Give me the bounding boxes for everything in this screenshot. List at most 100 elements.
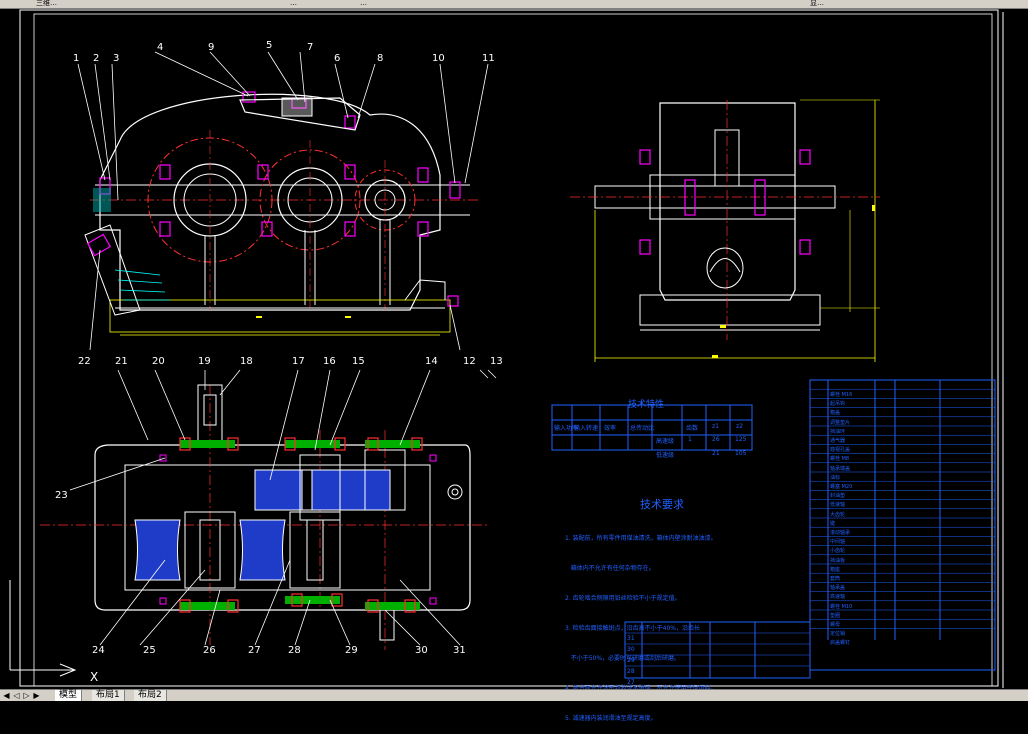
bom-row: 挡油环 [830,428,846,435]
spec-table [551,404,753,451]
toolbar-item[interactable]: 显… [810,0,824,7]
side-view [570,99,880,362]
callout-label: 2 [93,53,100,64]
bom-row: 调整垫片 [830,419,851,426]
callout-label: 20 [152,356,165,367]
bom-row: 箱座 [830,566,841,573]
spec-cell: 21 [712,450,720,457]
spec-header-cell: 总传动比 [630,425,655,432]
spec-header-cell: z1 [712,423,719,430]
requirements-list: 1. 装配前，所有零件用煤油清洗，箱体内壁涂耐油油漆。 箱体内不允许有任何杂物存… [565,514,800,734]
callout-label: 18 [240,356,253,367]
spec-table-title: 技术特性 [628,400,665,410]
requirement-line: 1. 装配前，所有零件用煤油清洗，箱体内壁涂耐油油漆。 [565,535,717,542]
bom-row: 窥视孔盖 [830,447,851,454]
bom-table [624,379,996,679]
toolbar-item[interactable]: … [360,0,367,7]
spec-header-cell: 效率 [604,425,617,432]
callout-label: 13 [490,356,503,367]
callout-label: 9 [208,42,215,53]
callout-label: 24 [92,645,105,656]
plan-leaders [69,369,461,646]
requirement-line: 3. 检验齿面接触斑点，沿齿高不小于40%，沿齿长 [565,625,700,632]
tab-first-icon[interactable]: ◀ [3,691,10,700]
plan-view [40,384,490,650]
spec-header-cell: z2 [736,423,743,430]
tab-model[interactable]: 模型 [55,690,83,701]
callout-label: 28 [288,645,301,656]
callout-label: 8 [377,53,384,64]
cad-drawing[interactable] [0,9,1028,689]
callout-label: 19 [198,356,211,367]
bom-row: 滚动轴承 [830,530,851,537]
callout-label: 27 [248,645,261,656]
spec-cell: 1 [688,436,692,443]
spec-table-row: 高速级 1 26 125 [552,435,752,447]
bom-row: 螺栓 M16 [830,392,853,398]
callout-label: 30 [415,645,428,656]
bom-row: 轴承端盖 [830,465,851,472]
tab-layout2[interactable]: 布局2 [134,690,167,701]
callout-label: 14 [425,356,438,367]
bom-row: 箱盖 [830,410,841,417]
bom-row: 螺塞 M20 [830,484,853,491]
title-block-row: 30 [627,646,635,653]
callout-label: 5 [266,40,273,51]
bom-row: 中间轴 [830,539,846,546]
title-block-row: 27 [627,679,635,686]
spec-cell: 低速级 [656,452,675,459]
requirement-line: 不小于50%，必要时可研磨或刮后研磨。 [565,655,681,662]
requirement-line: 2. 齿轮啮合侧隙用铅丝检验不小于规定值。 [565,595,681,602]
title-block-row: 31 [627,635,635,642]
requirement-line: 箱体内不允许有任何杂物存在。 [565,565,655,572]
tab-last-icon[interactable]: ▶ [33,691,40,700]
callout-label: 17 [292,356,305,367]
spec-header-cell: 输入转速 [574,425,599,432]
front-view [84,91,480,336]
tab-next-icon[interactable]: ▷ [23,691,30,700]
requirements-title: 技术要求 [640,498,684,511]
bom-row: 大齿轮 [830,511,846,518]
bom-row: 通气器 [830,438,846,445]
callout-label: 1 [73,53,80,64]
bom-row: 垫圈 [830,612,841,619]
spec-cell: 26 [712,436,720,443]
callout-label: 6 [334,53,341,64]
toolbar-item[interactable]: … [290,0,297,7]
spec-cell: 125 [735,436,747,443]
axis-x-label: X [90,670,99,684]
bom-row: 套筒 [830,576,841,583]
callout-label: 15 [352,356,365,367]
bom-row: 小齿轮 [830,548,846,555]
spec-header-cell: 齿数 [686,425,699,432]
drawing-canvas[interactable]: 1 2 3 4 9 5 7 6 8 10 11 22 21 20 19 18 1… [0,9,1028,722]
callout-label: 31 [453,645,466,656]
callout-label: 11 [482,53,495,64]
bom-row: 起吊钩 [830,401,846,408]
callout-label: 22 [78,356,91,367]
callout-label: 7 [307,42,314,53]
requirement-line: 5. 减速器内装润滑油至规定高度。 [565,715,657,722]
toolbar: 三维… … … 显… [0,0,1028,9]
callout-label: 10 [432,53,445,64]
bom-row: 挡油板 [830,557,846,564]
bom-row: 低速轴 [830,502,846,509]
spec-cell: 105 [735,450,747,457]
toolbar-item[interactable]: 三维… [36,0,57,7]
bom-row: 螺母 [830,622,841,629]
callout-label: 25 [143,645,156,656]
layout-tabs: ◀ ◁ ▷ ▶ 模型 布局1 布局2 [0,689,1028,701]
callout-label: 16 [323,356,336,367]
title-block-row: 28 [627,668,635,675]
bom-row: 螺栓 M8 [830,456,850,463]
drawing-frame-inner [33,13,993,687]
callout-label: 26 [203,645,216,656]
bom-row: 高速轴 [830,594,846,601]
tab-layout1[interactable]: 布局1 [92,690,125,701]
tab-prev-icon[interactable]: ◁ [13,691,20,700]
callout-label: 4 [157,42,164,53]
spec-cell: 高速级 [656,438,675,445]
bom-row: 轴承盖 [830,585,846,592]
callout-label: 3 [113,53,120,64]
